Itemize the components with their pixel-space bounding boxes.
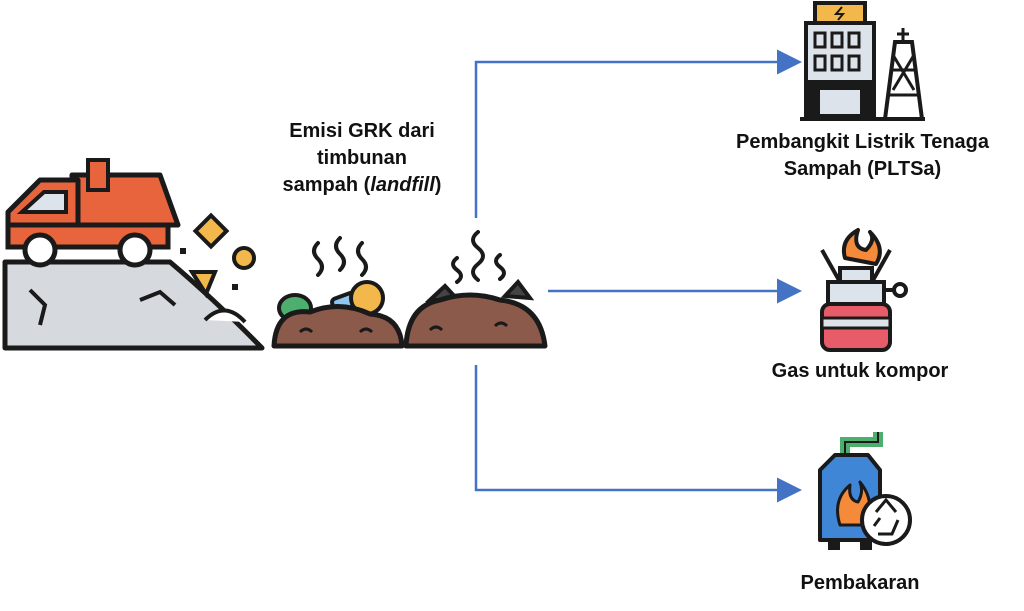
- emitting-garbage-icon: [403, 230, 548, 349]
- source-label-line1: Emisi GRK dari: [289, 120, 435, 142]
- arrow-to-pltsa: [474, 49, 802, 218]
- pembakaran-label: Pembakaran: [760, 570, 960, 597]
- landfill-ground-icon: [2, 259, 265, 351]
- falling-debris-icon: [180, 212, 256, 299]
- arrow-to-pembakaran: [474, 365, 802, 503]
- gas-stove-icon: [820, 228, 908, 352]
- source-label-line3: sampah (landfill): [252, 172, 472, 199]
- gas-stove-label: Gas untuk kompor: [750, 358, 970, 385]
- gas-stove-label-text: Gas untuk kompor: [771, 360, 949, 382]
- incinerator-icon: [818, 432, 912, 550]
- source-label-italic: landfill: [370, 174, 435, 196]
- pltsa-label: Pembangkit Listrik Tenaga Sampah (PLTSa): [720, 129, 1005, 183]
- pembakaran-label-text: Pembakaran: [800, 572, 920, 594]
- pltsa-label-line2: Sampah (PLTSa): [783, 158, 942, 180]
- source-label-line2: timbunan: [317, 147, 407, 169]
- garbage-pile-icon: [271, 236, 405, 349]
- dump-truck-icon: [5, 158, 181, 268]
- power-plant-icon: [800, 1, 925, 121]
- source-label-suffix: ): [434, 174, 442, 196]
- source-label-prefix: sampah (: [282, 174, 371, 196]
- source-label: Emisi GRK dari timbunan sampah (landfill…: [252, 118, 472, 199]
- pltsa-label-line1: Pembangkit Listrik Tenaga: [735, 131, 990, 153]
